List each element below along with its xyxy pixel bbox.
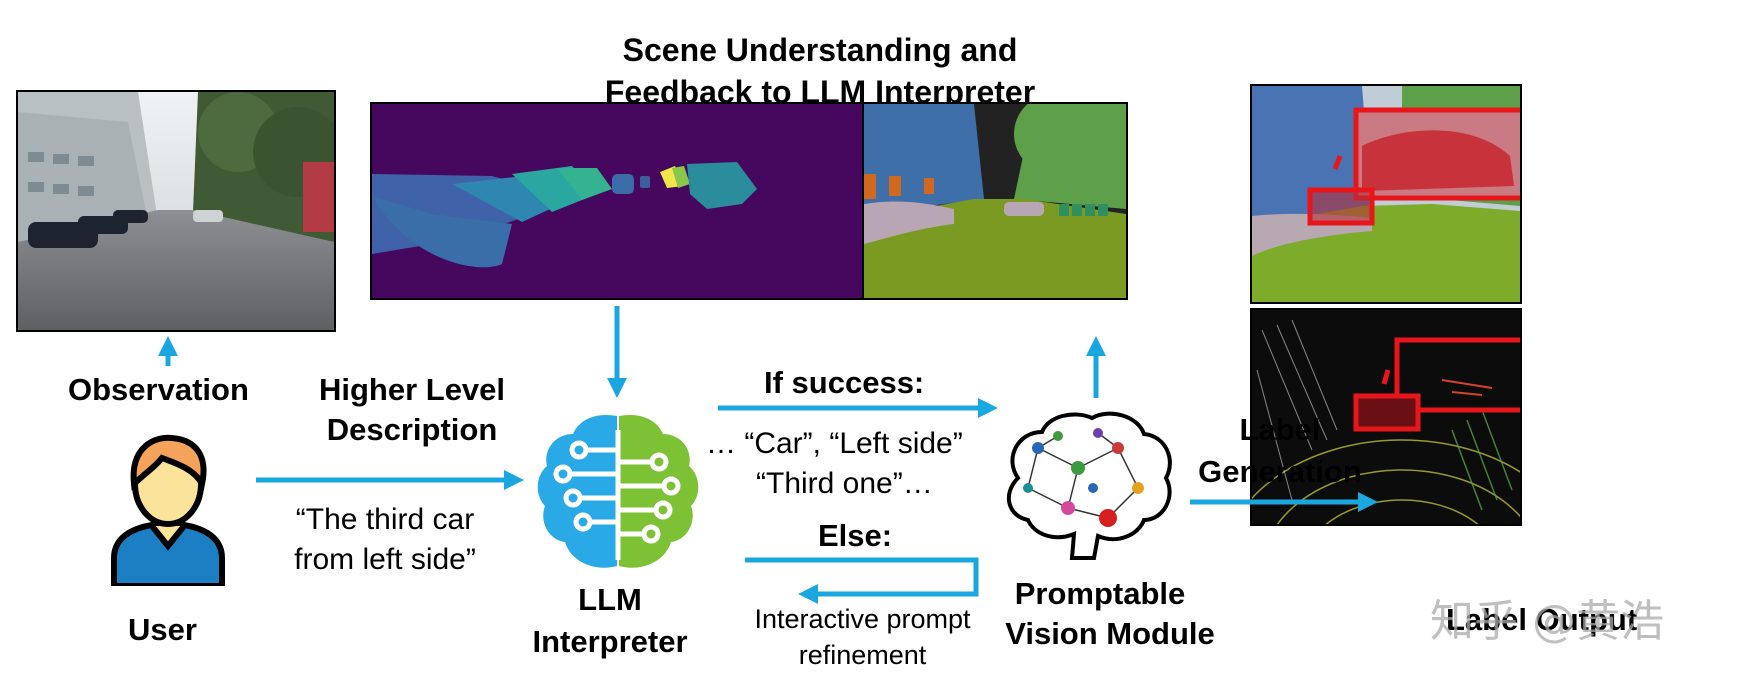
higher-level-label-line1: Higher Level (318, 372, 506, 407)
label-generation-line2: Generation (1198, 454, 1362, 489)
observation-label: Observation (68, 372, 249, 407)
watermark-text: 知乎 @黄浩 (1430, 596, 1664, 647)
if-success-label: If success: (764, 365, 925, 400)
vision-module-label-line2: Vision Module (1005, 616, 1215, 651)
label-output-label: Label Output (1446, 602, 1638, 637)
llm-label-line1: LLM (578, 582, 642, 617)
llm-label-line2: Interpreter (532, 624, 688, 659)
higher-level-label-line2: Description (326, 412, 498, 447)
refinement-text-line1: Interactive prompt (754, 604, 971, 634)
user-label: User (128, 612, 197, 647)
scene-title-line1: Scene Understanding and (622, 32, 1018, 68)
prompt-text-line2: “Third one”… (756, 467, 933, 500)
arrow-else-refine (745, 557, 979, 604)
user-quote-line2: from left side” (294, 543, 476, 576)
prompt-text-line1: … “Car”, “Left side” (706, 427, 963, 460)
label-generation-line1: Label (1239, 412, 1321, 447)
label-output-rgb-image (1250, 84, 1522, 304)
brain-circuit-icon (535, 410, 700, 580)
else-label: Else: (818, 518, 893, 553)
observation-camera-image (16, 90, 336, 332)
user-avatar-icon (108, 428, 228, 586)
semantic-segmentation-image (862, 102, 1128, 300)
vision-module-label-line1: Promptable (1014, 576, 1186, 611)
user-quote-line1: “The third car (295, 503, 475, 536)
refinement-text-line2: refinement (798, 640, 927, 670)
label-output-lidar-image (1250, 308, 1522, 526)
instance-segmentation-image (370, 102, 864, 300)
neural-brain-icon (998, 408, 1176, 568)
